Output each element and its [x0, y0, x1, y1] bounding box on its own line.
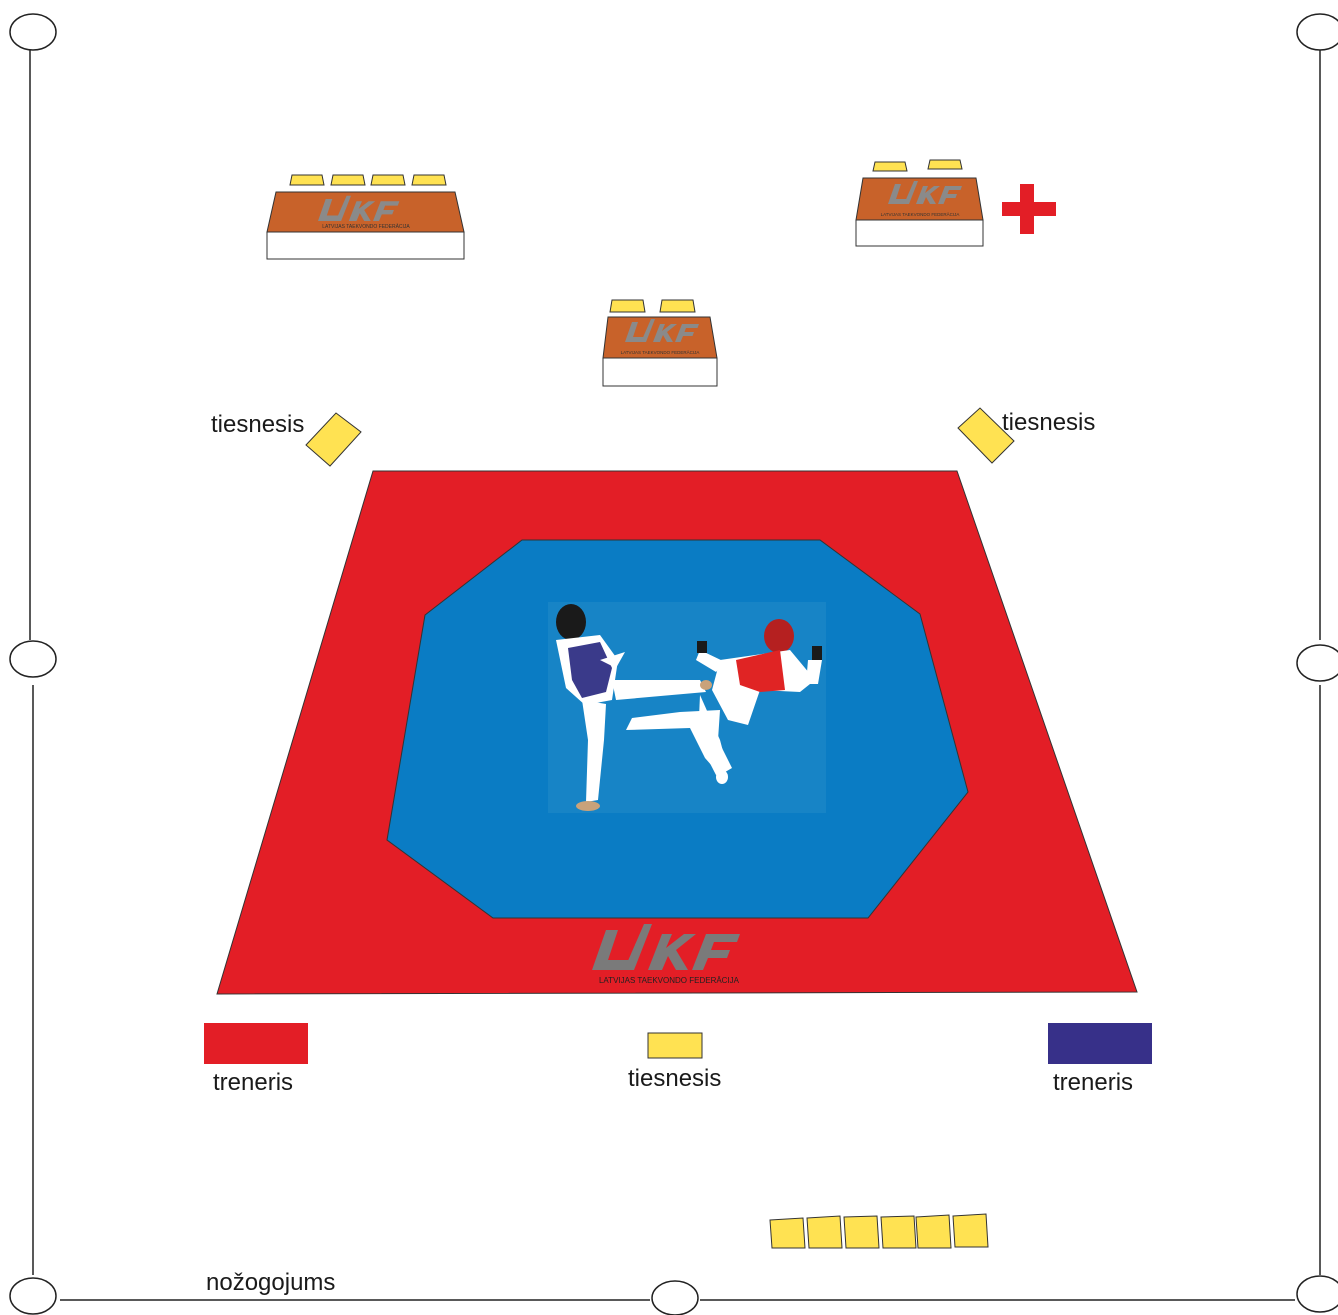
- officials-table-left: LATVIJAS TAEKVONDO FEDERĀCIJA: [267, 175, 464, 259]
- fence-post-circle: [10, 641, 56, 677]
- coach-label-red: treneris: [213, 1071, 293, 1095]
- chair-icon: [953, 1214, 988, 1247]
- fence-label: nožogojums: [206, 1271, 335, 1295]
- officials-table-center: LATVIJAS TAEKVONDO FEDERĀCIJA: [603, 300, 717, 386]
- chair-icon: [610, 300, 645, 312]
- chair-icon: [916, 1215, 951, 1248]
- bottom-chair-row: [770, 1214, 988, 1248]
- chair-icon: [807, 1216, 842, 1248]
- chair-icon: [844, 1216, 879, 1248]
- coach-label-blue: treneris: [1053, 1071, 1133, 1095]
- officials-table-right: LATVIJAS TAEKVONDO FEDERĀCIJA: [856, 160, 1056, 246]
- coach-blue-chair: [1048, 1023, 1152, 1064]
- coach-red-chair: [204, 1023, 308, 1064]
- competition-mat: LATVIJAS TAEKVONDO FEDERĀCIJA: [217, 471, 1137, 994]
- table-front: [603, 358, 717, 386]
- judge-chair-center-icon: [648, 1033, 702, 1058]
- chair-icon: [331, 175, 365, 185]
- table-front: [856, 220, 983, 246]
- chair-icon: [371, 175, 405, 185]
- red-cross-icon: [1002, 184, 1056, 234]
- fence-post-circle: [652, 1281, 698, 1315]
- table-chairs: [873, 160, 962, 171]
- logo-caption: LATVIJAS TAEKVONDO FEDERĀCIJA: [322, 223, 410, 230]
- logo-caption: LATVIJAS TAEKVONDO FEDERĀCIJA: [881, 211, 960, 217]
- logo-caption: LATVIJAS TAEKVONDO FEDERĀCIJA: [621, 349, 700, 355]
- table-chairs: [610, 300, 695, 312]
- chair-icon: [881, 1216, 916, 1248]
- table-chairs: [290, 175, 446, 185]
- fence-post-circle: [10, 14, 56, 50]
- fence-post-circle: [10, 1278, 56, 1314]
- chair-icon: [928, 160, 962, 169]
- judge-chair-left-icon: [306, 413, 361, 466]
- fence-post-circle: [1297, 1276, 1338, 1312]
- judge-label-left: tiesnesis: [211, 413, 304, 437]
- chair-icon: [873, 162, 907, 171]
- judge-label-right: tiesnesis: [1002, 411, 1095, 435]
- table-front: [267, 232, 464, 259]
- kicking-athletes-image: [548, 602, 826, 813]
- chair-icon: [770, 1218, 805, 1248]
- fence-post-circle: [1297, 14, 1338, 50]
- chair-icon: [412, 175, 446, 185]
- mat-logo-caption: LATVIJAS TAEKVONDO FEDERĀCIJA: [599, 976, 740, 985]
- chair-icon: [290, 175, 324, 185]
- judge-label-center: tiesnesis: [628, 1067, 721, 1091]
- fence-post-circle: [1297, 645, 1338, 681]
- chair-icon: [660, 300, 695, 312]
